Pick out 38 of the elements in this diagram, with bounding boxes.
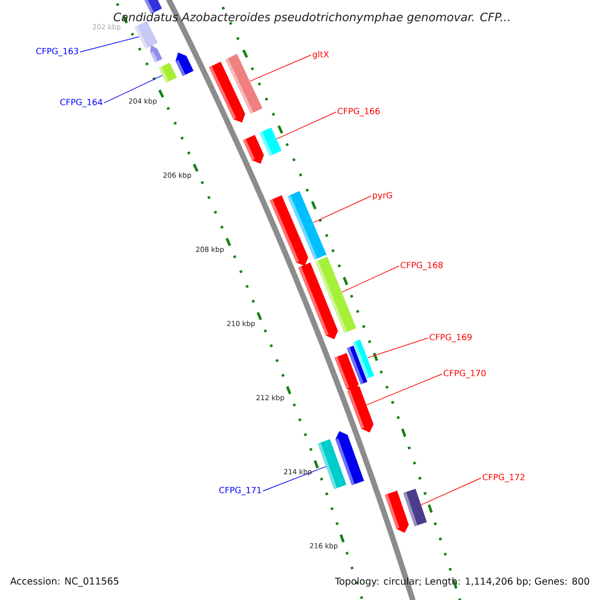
footer-text: Topology: circular; Length: 1,114,206 bp; Genes: 800 <box>334 577 590 587</box>
gene-label: CFPG_170 <box>444 370 486 378</box>
gene-label: CFPG_168 <box>400 262 443 270</box>
gene-block <box>352 340 374 379</box>
gene-block <box>335 431 364 486</box>
gene-label: CFPG_164 <box>60 98 102 108</box>
gene-block <box>347 386 374 433</box>
gene-block <box>315 256 356 334</box>
gene-block <box>158 62 177 83</box>
gene-block <box>142 0 162 14</box>
gene-label: gltX <box>312 50 329 60</box>
gene-block <box>403 488 427 526</box>
gene-block <box>288 191 327 260</box>
gene-label: CFPG_172 <box>482 474 524 482</box>
gene-label: CFPG_166 <box>338 108 380 116</box>
title: Candidatus Azobacteroides pseudotrichonymphae genomovar. CFP... <box>114 12 510 24</box>
leader-line <box>342 266 400 292</box>
gene-block <box>243 134 264 164</box>
leader-line <box>420 478 482 506</box>
gene-label: pyrG <box>372 192 392 200</box>
leader-line <box>366 374 442 406</box>
gene-label: CFPG_163 <box>36 48 78 56</box>
gene-block <box>176 52 194 76</box>
leader-line <box>80 36 140 52</box>
gene-block <box>150 44 162 62</box>
gene-block <box>259 127 282 156</box>
leader-line <box>104 75 163 104</box>
leader-line <box>367 338 428 358</box>
leader-line <box>312 196 372 223</box>
gene-label: CFPG_171 <box>219 486 262 496</box>
gene-block <box>134 20 158 49</box>
footer-text: Accession: NC_011565 <box>10 577 118 587</box>
leader-line <box>250 54 312 82</box>
gene-block <box>384 490 409 533</box>
gene-block <box>225 54 262 114</box>
gene-label: CFPG_169 <box>430 334 472 342</box>
leader-line <box>262 466 326 492</box>
leader-line <box>276 112 336 140</box>
